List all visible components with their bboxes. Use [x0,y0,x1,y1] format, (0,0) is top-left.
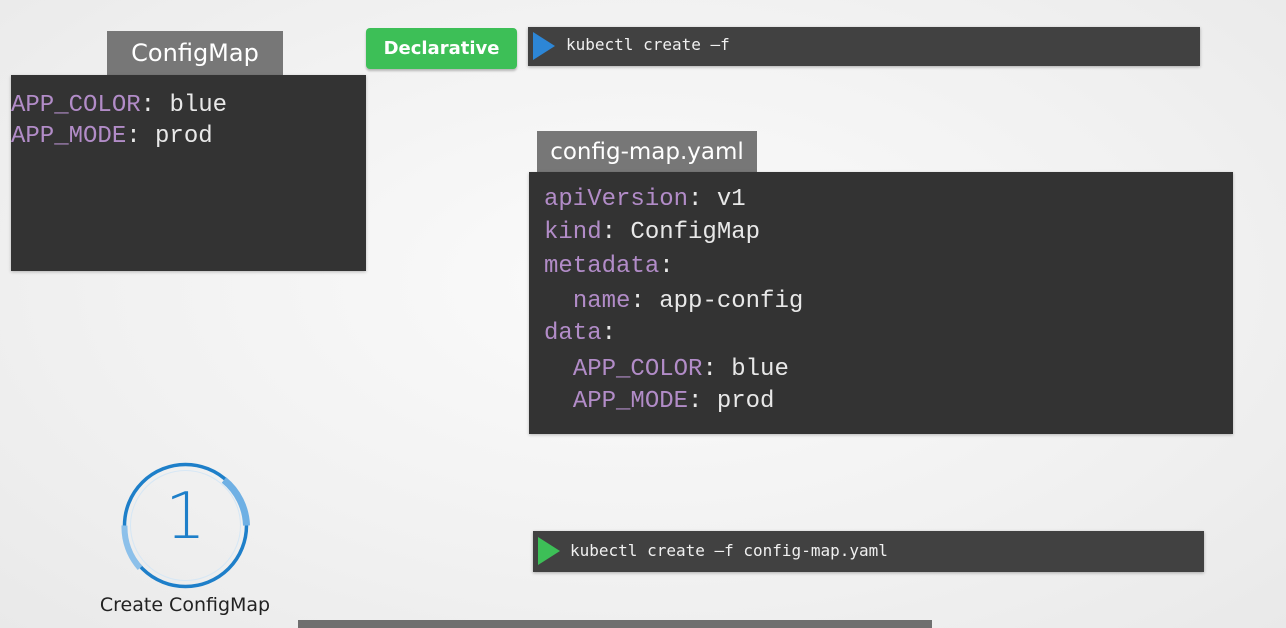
yaml-line: name: app-config [572,288,804,315]
configmap-key: APP_MODE [11,123,127,150]
yaml-key: metadata [544,253,660,280]
bottom-panel-edge [298,620,932,628]
play-icon [538,537,560,565]
yaml-line: APP_COLOR: blue [572,356,789,383]
configmap-code-panel: APP_COLOR: blue APP_MODE: prod [11,75,366,271]
yaml-line: data: [544,320,617,347]
yaml-value: ConfigMap [630,219,761,246]
yaml-filename: config-map.yaml [537,131,757,172]
yaml-key: apiVersion [544,186,689,213]
yaml-key: APP_MODE [572,388,689,415]
yaml-key: APP_COLOR [572,356,703,383]
configmap-title: ConfigMap [107,31,283,75]
play-icon [533,32,555,60]
command-text: kubectl create –f config-map.yaml [570,541,888,560]
declarative-badge: Declarative [366,28,517,69]
step-number: 1 [165,480,206,554]
yaml-code-panel: apiVersion: v1 kind: ConfigMap metadata:… [529,172,1233,434]
yaml-key: kind [544,219,602,246]
yaml-value: prod [716,388,775,415]
command-text: kubectl create –f [566,35,730,54]
step-label: Create ConfigMap [99,594,271,616]
yaml-line: APP_MODE: prod [572,388,775,415]
configmap-value: prod [155,123,213,150]
yaml-value: blue [731,356,789,383]
yaml-key: name [572,288,631,315]
yaml-value: v1 [716,186,746,213]
command-bar-top: kubectl create –f [528,27,1200,66]
configmap-value: blue [169,92,228,119]
yaml-line: metadata: [544,253,674,280]
configmap-key: APP_COLOR [11,92,141,119]
yaml-key: data [544,320,602,347]
step-ring-icon [121,462,250,589]
configmap-code: APP_COLOR: blue APP_MODE: prod [11,92,228,150]
yaml-line: kind: ConfigMap [544,219,761,246]
command-bar-bottom: kubectl create –f config-map.yaml [533,531,1204,572]
yaml-line: apiVersion: v1 [544,186,746,213]
yaml-value: app-config [659,288,804,315]
